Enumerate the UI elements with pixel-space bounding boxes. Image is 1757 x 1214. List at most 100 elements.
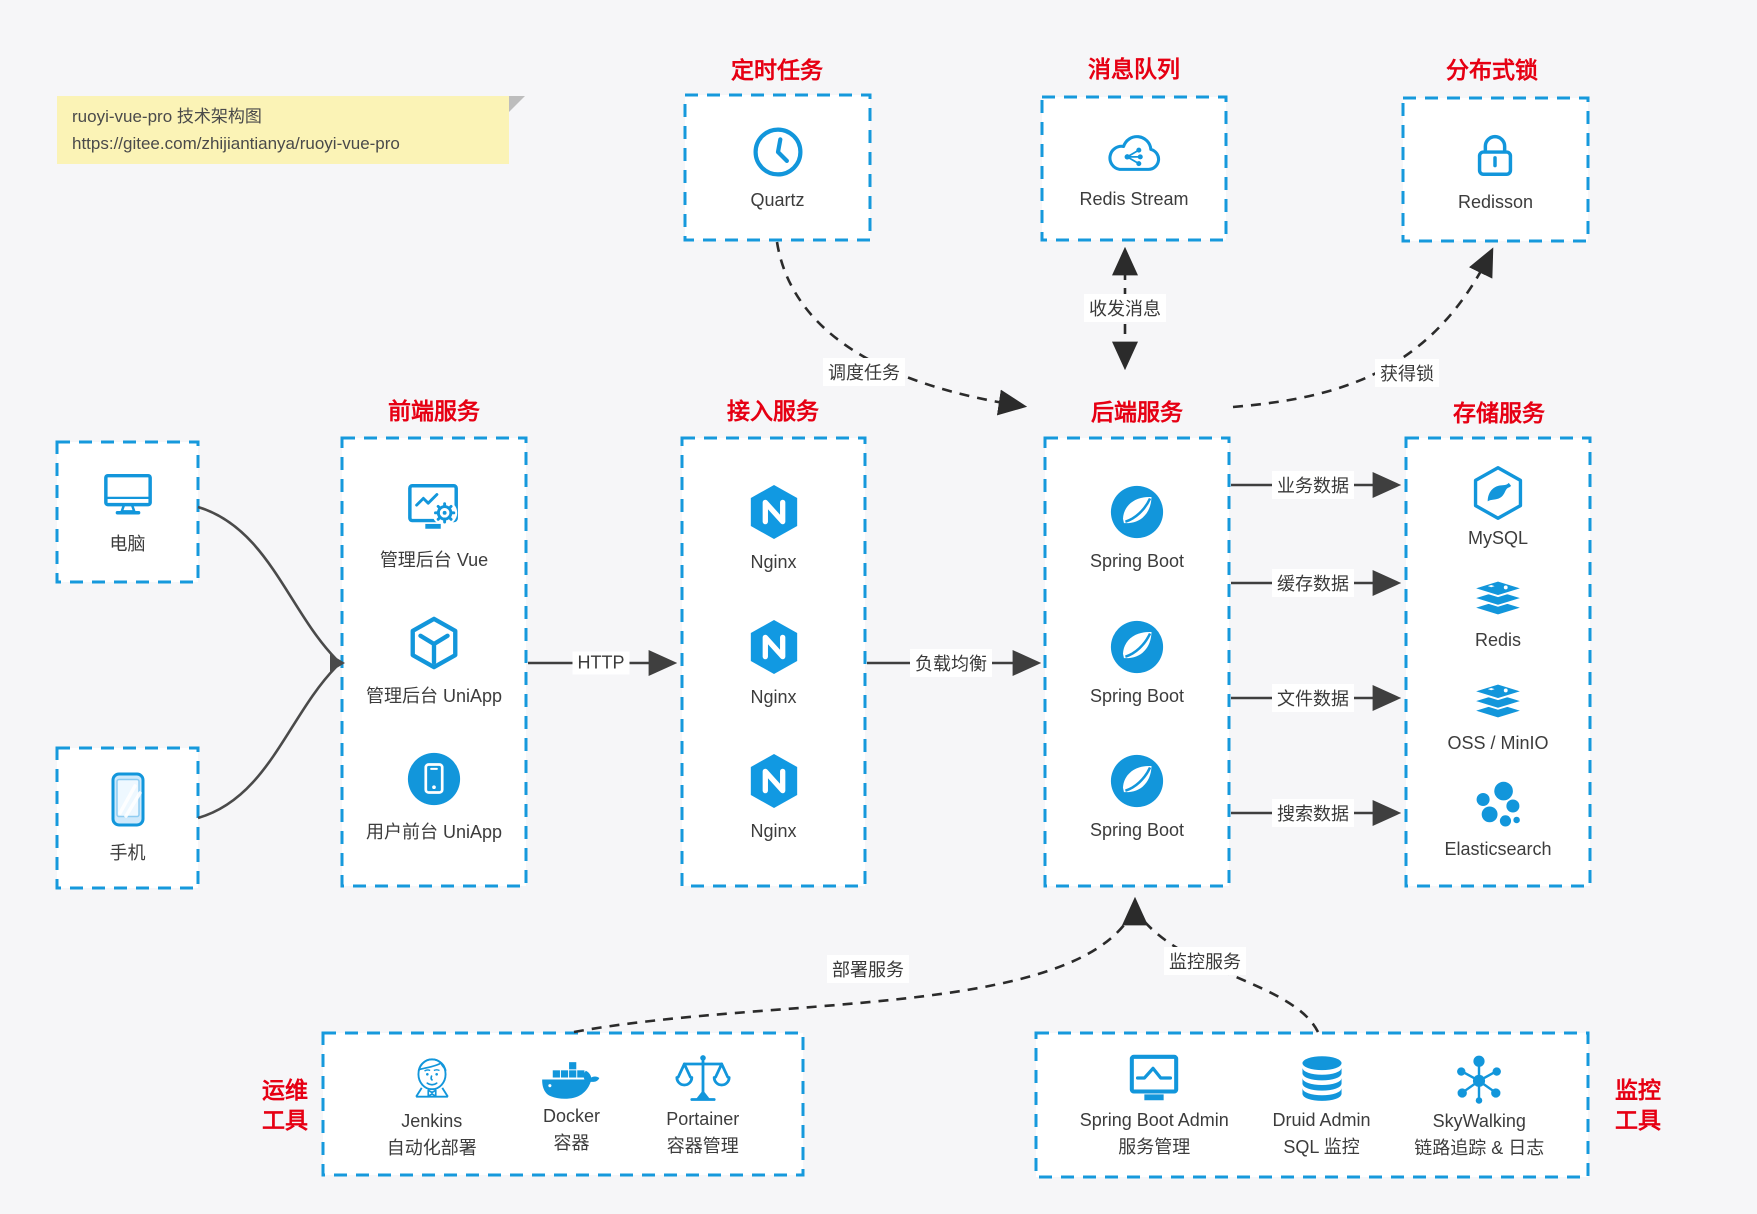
jenkins-icon: [415, 1057, 449, 1098]
elasticsearch-node: Elasticsearch: [1444, 779, 1552, 860]
user-app-icon: [407, 752, 461, 806]
storage-stack-icon: [1469, 682, 1527, 720]
jenkins-node: Jenkins 自动化部署: [387, 1049, 477, 1160]
smartphone-icon: [111, 772, 144, 827]
nginx-icon: [750, 619, 797, 674]
mobile-label: 手机: [109, 843, 146, 863]
redis-stack-icon: [1469, 579, 1527, 617]
jenkins-desc: 自动化部署: [386, 1137, 477, 1158]
edge-label-business-data: 业务数据: [1272, 471, 1354, 499]
spring-icon: [1110, 620, 1164, 673]
edge-label-schedule-task: 调度任务: [823, 358, 905, 386]
edge-label-search-data: 搜索数据: [1272, 799, 1354, 827]
scheduled-jobs-box: Quartz: [685, 95, 870, 240]
edge-acquire-lock: [1232, 247, 1494, 409]
edge-label-acquire-lock: 获得锁: [1375, 359, 1439, 387]
group-title-ops-tools: 运维 工具: [262, 1077, 308, 1133]
cloud-message-icon: [1108, 135, 1161, 171]
skywalking-desc: 链路追踪 & 日志: [1414, 1137, 1545, 1158]
backend-box: Spring Boot Spring Boot Spring Boot: [1045, 438, 1229, 886]
pc-node: 电脑: [99, 468, 157, 556]
admin-vue-label: 管理后台 Vue: [379, 550, 489, 570]
skywalking-node: SkyWalking 链路追踪 & 日志: [1414, 1051, 1544, 1160]
admin-uniapp-node: 管理后台 UniApp: [366, 614, 502, 708]
lock-icon: [1478, 134, 1513, 176]
uniapp-cube-icon: [410, 616, 458, 670]
elasticsearch-label: Elasticsearch: [1444, 839, 1552, 860]
spring-boot-node-3: Spring Boot: [1090, 752, 1184, 841]
group-title-distributed-lock: 分布式锁: [1446, 57, 1538, 83]
group-title-monitor-tools: 监控 工具: [1615, 1077, 1661, 1133]
spring-boot-label-1: Spring Boot: [1089, 551, 1185, 572]
desktop-icon: [103, 473, 152, 515]
redis-stream-node: Redis Stream: [1079, 127, 1189, 210]
portainer-label: Portainer: [666, 1108, 740, 1129]
spring-icon: [1110, 486, 1164, 539]
druid-admin-desc: SQL 监控: [1283, 1136, 1360, 1157]
docker-node: Docker 容器: [540, 1054, 602, 1155]
user-uniapp-node: 用户前台 UniApp: [366, 750, 502, 844]
spring-boot-node-1: Spring Boot: [1090, 483, 1184, 572]
group-title-storage: 存储服务: [1453, 400, 1545, 426]
oss-minio-label: OSS / MinIO: [1447, 732, 1549, 753]
distributed-lock-box: Redisson: [1403, 98, 1588, 241]
oss-minio-node: OSS / MinIO: [1447, 677, 1549, 754]
note-url: https://gitee.com/zhijiantianya/ruoyi-vu…: [72, 134, 400, 153]
frontend-box: 管理后台 Vue 管理后台 UniApp 用户前台 UniApp: [342, 438, 526, 886]
mysql-icon: [1473, 465, 1523, 520]
quartz-label: Quartz: [750, 190, 805, 210]
spring-boot-admin-label: Spring Boot Admin: [1079, 1109, 1229, 1130]
group-title-scheduled-jobs: 定时任务: [731, 57, 823, 83]
edge-label-monitor-service: 监控服务: [1164, 947, 1246, 975]
redis-label: Redis: [1474, 630, 1522, 651]
druid-admin-node: Druid Admin SQL 监控: [1273, 1052, 1371, 1159]
quartz-node: Quartz: [750, 124, 806, 211]
ops-tools-box: Jenkins 自动化部署 Docker 容器: [323, 1033, 803, 1175]
spring-boot-label-3: Spring Boot: [1089, 819, 1185, 840]
edge-label-http: HTTP: [572, 651, 630, 675]
portainer-desc: 容器管理: [666, 1135, 739, 1156]
storage-box: MySQL Redis OSS / MinIO: [1406, 438, 1590, 886]
nginx-label-1: Nginx: [750, 551, 797, 572]
edge-label-cache-data: 缓存数据: [1272, 569, 1354, 597]
edge-deploy-service: [573, 914, 1133, 1034]
monitoring-tools-box: Spring Boot Admin 服务管理 Druid Admin SQL 监…: [1036, 1033, 1588, 1177]
group-title-message-queue: 消息队列: [1088, 56, 1180, 82]
druid-admin-label: Druid Admin: [1272, 1109, 1371, 1130]
redis-node: Redis: [1468, 574, 1528, 651]
docker-label: Docker: [542, 1105, 600, 1126]
note-fold-corner: [509, 96, 525, 112]
note-title: ruoyi-vue-pro 技术架构图: [72, 107, 262, 126]
nginx-icon: [750, 484, 797, 539]
edge-label-send-receive-message: 收发消息: [1084, 294, 1166, 322]
edge-mobile-to-frontend: [197, 666, 337, 820]
nginx-label-2: Nginx: [750, 686, 797, 707]
spring-icon: [1110, 754, 1164, 807]
redisson-label: Redisson: [1457, 192, 1534, 212]
monitor-chart-icon: [1130, 1054, 1179, 1100]
elasticsearch-icon: [1476, 782, 1520, 827]
nginx-node-3: Nginx: [746, 751, 802, 842]
user-uniapp-label: 用户前台 UniApp: [365, 822, 503, 842]
redis-stream-label: Redis Stream: [1079, 189, 1189, 209]
database-icon: [1301, 1055, 1342, 1101]
edge-pc-to-frontend: [197, 505, 337, 660]
edge-label-load-balance: 负载均衡: [910, 649, 992, 677]
mobile-client-box: 手机: [57, 748, 198, 888]
group-title-gateway: 接入服务: [727, 398, 819, 424]
jenkins-label: Jenkins: [401, 1110, 463, 1131]
clock-icon: [753, 127, 802, 177]
skywalking-nodes-icon: [1457, 1055, 1502, 1104]
docker-icon: [542, 1061, 600, 1099]
spring-boot-admin-node: Spring Boot Admin 服务管理: [1080, 1052, 1229, 1159]
client-arrowhead: [330, 654, 345, 672]
sticky-note: ruoyi-vue-pro 技术架构图 https://gitee.com/zh…: [57, 96, 525, 164]
edge-schedule-task: [775, 241, 1028, 416]
portainer-node: Portainer 容器管理: [666, 1051, 739, 1158]
mysql-label: MySQL: [1467, 527, 1528, 548]
admin-dashboard-icon: [408, 484, 458, 529]
nginx-icon: [750, 754, 797, 809]
redisson-node: Redisson: [1458, 126, 1533, 213]
gateway-box: Nginx Nginx Nginx: [682, 438, 865, 886]
